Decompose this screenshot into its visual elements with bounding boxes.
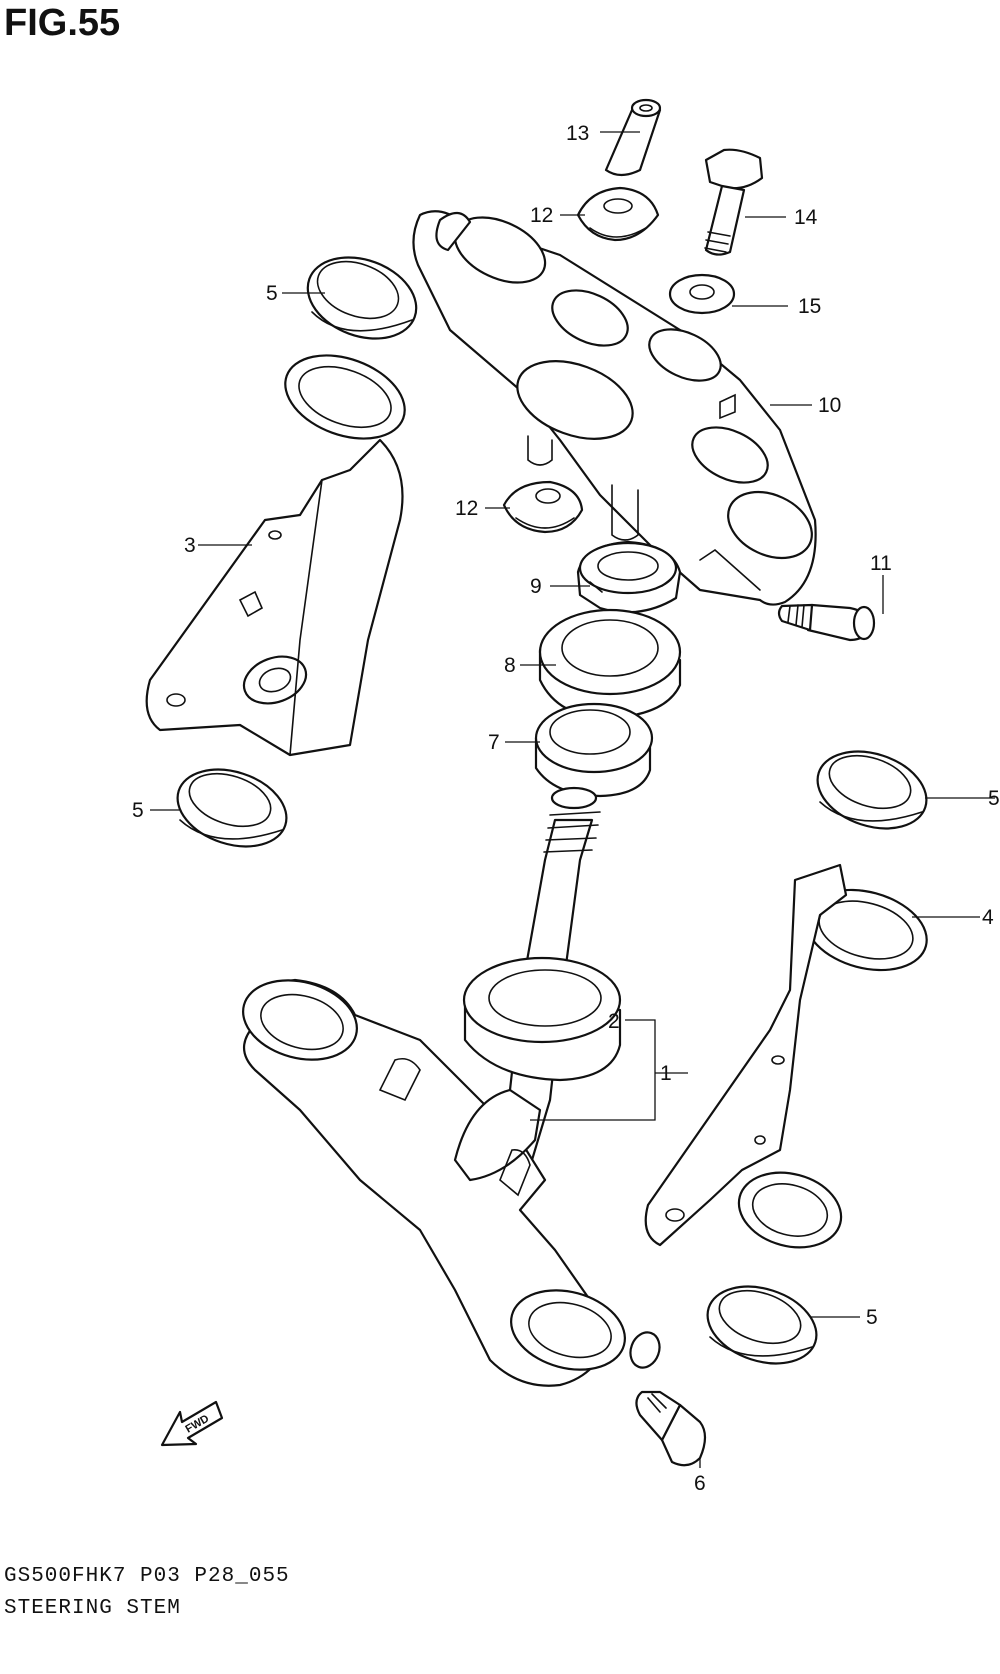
callout-labels: 13 12 14 5 15 10 12 3 11 9 8 7 5 5 4 2 1… [132, 122, 1000, 1495]
callout-15: 15 [798, 295, 821, 318]
callout-12-upper: 12 [530, 204, 553, 227]
part-5-seal-mid-right[interactable] [808, 738, 937, 841]
part-11-bolt[interactable] [777, 603, 876, 642]
part-12-damper-lower[interactable] [502, 480, 584, 534]
part-14-bolt[interactable] [704, 148, 764, 256]
callout-9: 9 [530, 575, 542, 598]
callout-12-lower: 12 [455, 497, 478, 520]
part-1-steering-stem[interactable] [234, 786, 664, 1387]
figure-title: FIG.55 [4, 2, 121, 44]
leader-lines [150, 131, 995, 1468]
part-10-upper-bracket[interactable] [412, 204, 822, 606]
callout-8: 8 [504, 654, 516, 677]
part-8-seal[interactable] [538, 608, 682, 720]
part-13-spacer[interactable] [604, 98, 662, 177]
callout-5-bottom-right: 5 [866, 1306, 878, 1329]
callout-4: 4 [982, 906, 994, 929]
callout-1: 1 [660, 1062, 672, 1085]
part-6-bolt[interactable] [635, 1390, 707, 1467]
part-3-left-bracket[interactable] [145, 340, 417, 757]
callout-6: 6 [694, 1472, 706, 1495]
part-9-nut[interactable] [576, 540, 682, 614]
callout-7: 7 [488, 731, 500, 754]
fwd-arrow-icon: FWD [160, 1400, 224, 1447]
callout-2: 2 [608, 1010, 620, 1033]
part-5-seal-bottom-right[interactable] [698, 1273, 827, 1376]
part-12-damper-upper[interactable] [576, 186, 660, 242]
part-2-bearing[interactable] [462, 956, 622, 1082]
callout-10: 10 [818, 394, 841, 417]
callout-14: 14 [794, 206, 818, 229]
callout-5-mid-right: 5 [988, 787, 1000, 810]
callout-5-top-left: 5 [266, 282, 278, 305]
part-5-seal-mid-left[interactable] [168, 756, 297, 859]
callout-11: 11 [870, 552, 892, 575]
part-15-washer[interactable] [668, 273, 736, 315]
model-code: GS500FHK7 P03 P28_055 [4, 1565, 290, 1588]
part-5-seal-top-left[interactable] [296, 243, 427, 353]
callout-13: 13 [566, 122, 589, 145]
part-7-bearing[interactable] [534, 702, 654, 798]
callout-3: 3 [184, 534, 196, 557]
part-4-right-bracket[interactable] [644, 863, 936, 1258]
section-name: STEERING STEM [4, 1597, 181, 1620]
callout-5-mid-left: 5 [132, 799, 144, 822]
